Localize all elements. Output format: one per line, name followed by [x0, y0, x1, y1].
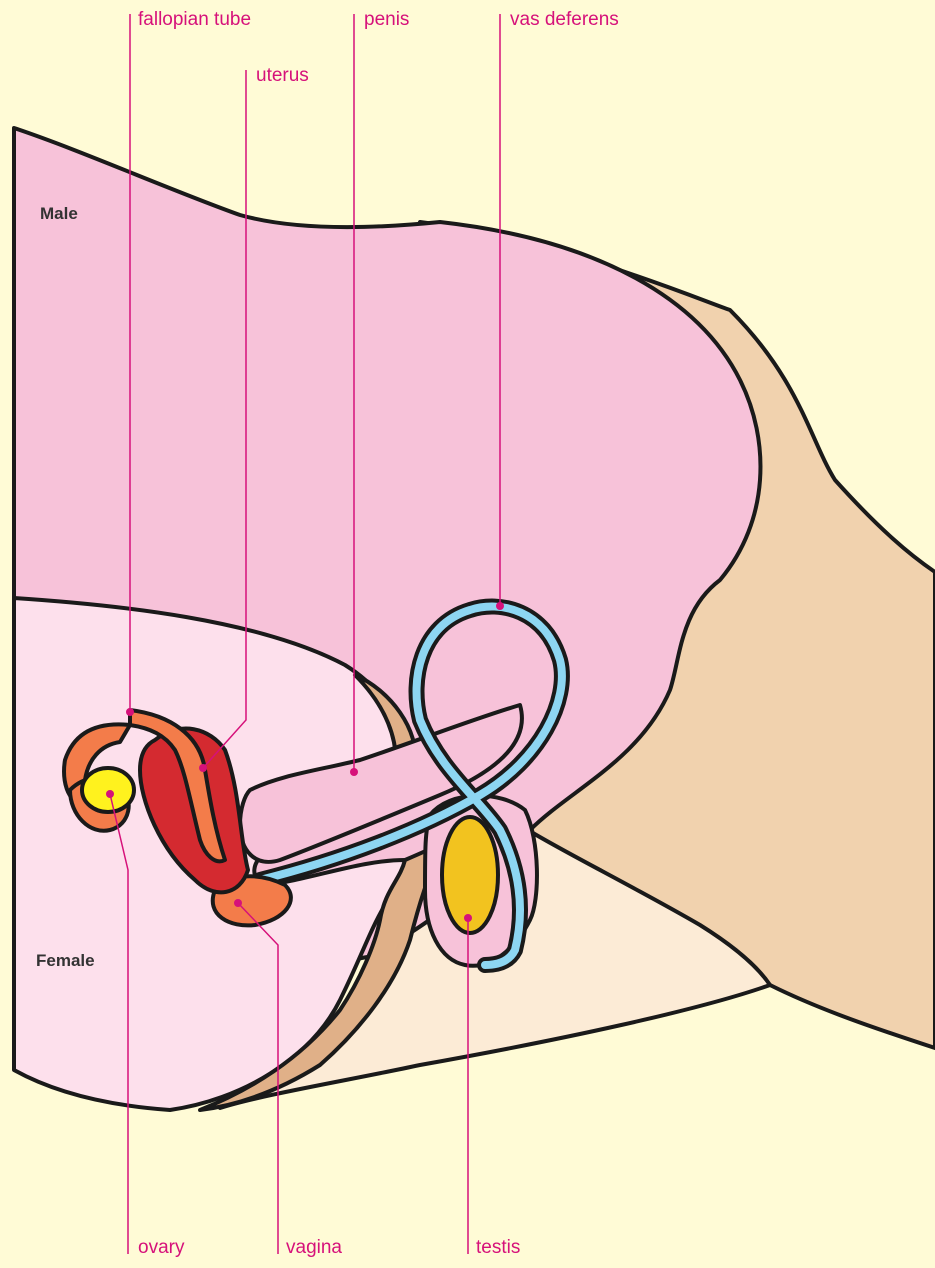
vas-deferens-label: vas deferens — [510, 10, 619, 29]
fallopian-tube-label: fallopian tube — [138, 10, 251, 29]
testis-dot — [464, 914, 472, 922]
male-region-label: Male — [40, 204, 78, 224]
ovary-label: ovary — [138, 1238, 184, 1257]
vagina-dot — [234, 899, 242, 907]
uterus-dot — [199, 764, 207, 772]
fallopian-tube-dot — [126, 708, 134, 716]
testis-label: testis — [476, 1238, 520, 1257]
ovary-dot — [106, 790, 114, 798]
ovary-shape — [82, 768, 134, 812]
penis-label: penis — [364, 10, 409, 29]
uterus-label: uterus — [256, 66, 309, 85]
penis-dot — [350, 768, 358, 776]
female-region-label: Female — [36, 951, 95, 971]
vas-deferens-dot — [496, 602, 504, 610]
vagina-label: vagina — [286, 1238, 342, 1257]
